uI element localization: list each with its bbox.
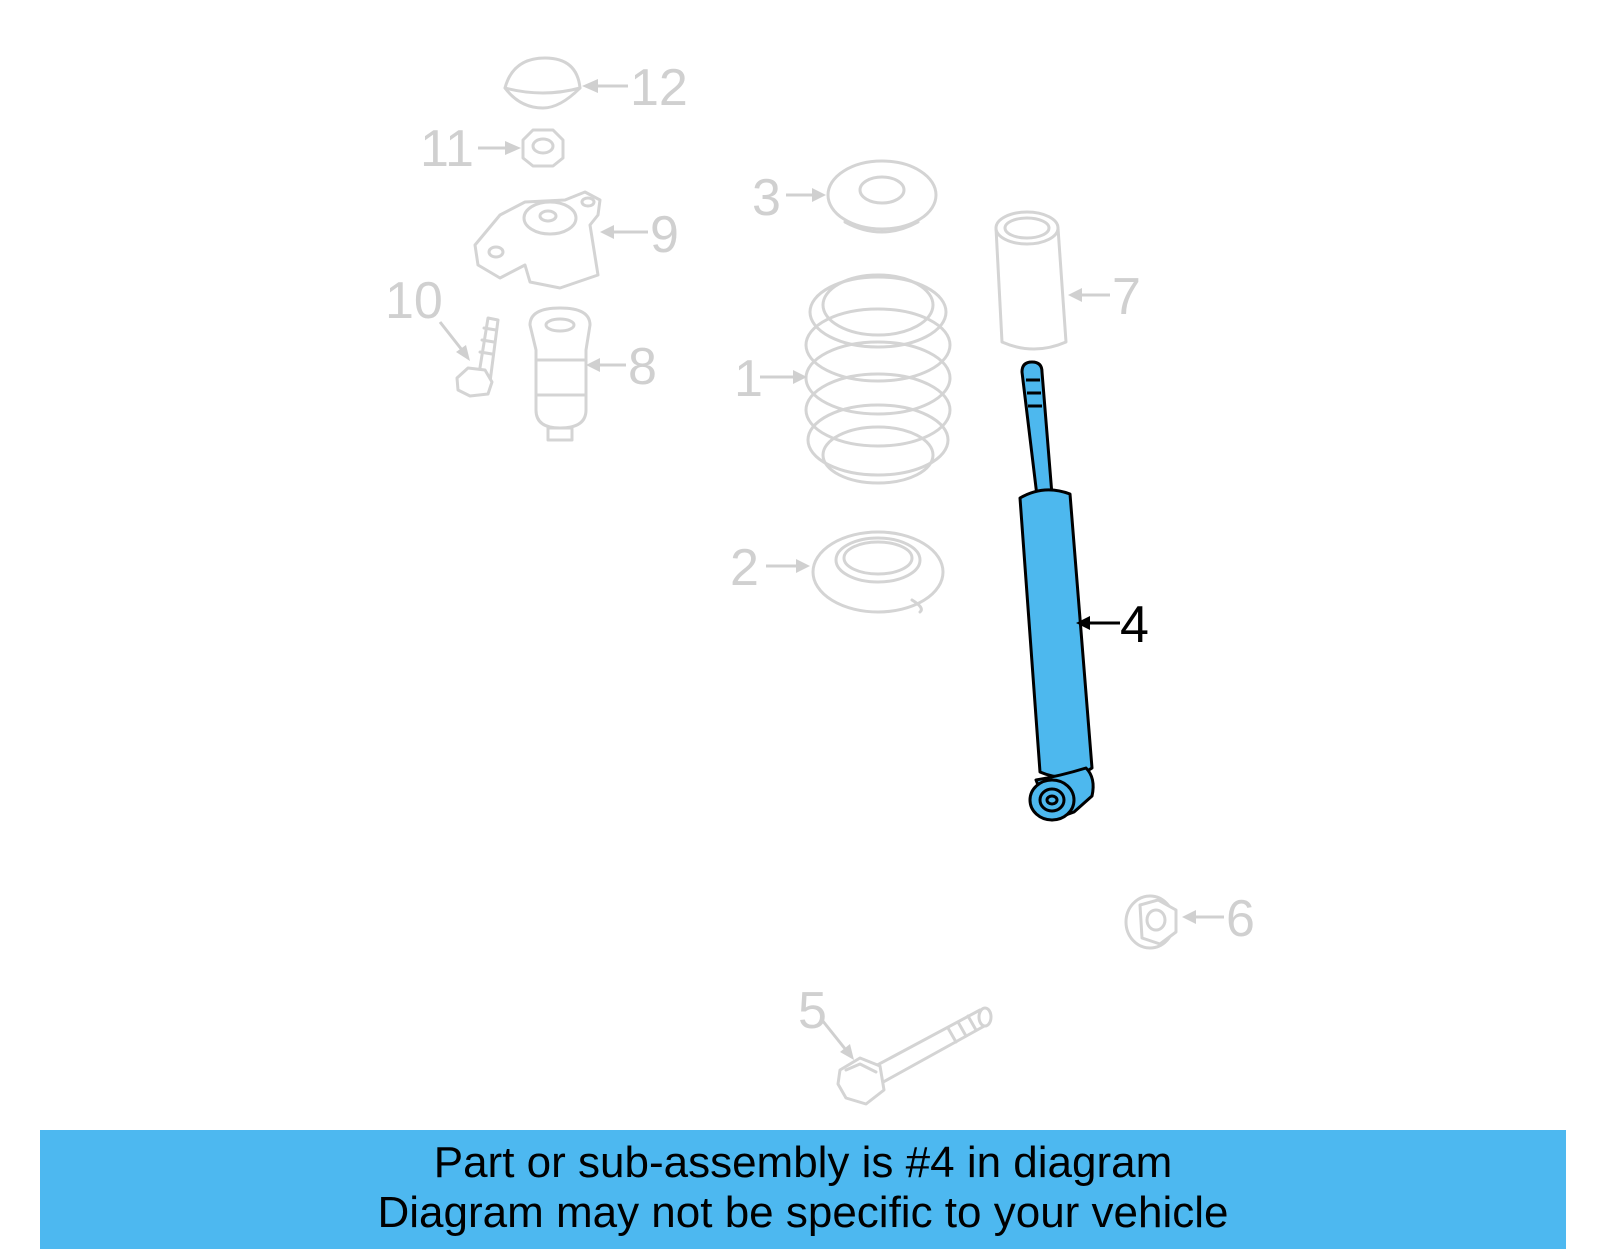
banner-line-part-number: Part or sub-assembly is #4 in diagram xyxy=(433,1138,1173,1187)
callout-3-arrow xyxy=(786,188,826,202)
callout-9: 9 xyxy=(650,206,679,264)
part-11-nut xyxy=(521,128,565,168)
callout-1-arrow xyxy=(760,370,807,384)
callout-12-arrow xyxy=(582,79,628,93)
callout-9-arrow xyxy=(600,225,648,239)
callout-4: 4 xyxy=(1120,596,1149,654)
part-4-shock-absorber xyxy=(1018,360,1095,822)
callout-4-arrow xyxy=(1076,616,1120,630)
callout-12: 12 xyxy=(630,59,688,117)
callout-10-arrow xyxy=(438,321,470,361)
part-1-coil-spring xyxy=(804,273,952,485)
callout-6-arrow xyxy=(1182,910,1224,924)
part-7-dust-boot xyxy=(994,210,1068,351)
callout-11: 11 xyxy=(420,120,474,178)
info-banner: Part or sub-assembly is #4 in diagram Di… xyxy=(40,1130,1566,1249)
callout-6: 6 xyxy=(1226,890,1255,948)
banner-line-disclaimer: Diagram may not be specific to your vehi… xyxy=(377,1188,1229,1237)
callout-7: 7 xyxy=(1112,268,1141,326)
callout-10: 10 xyxy=(385,272,443,330)
callout-5: 5 xyxy=(798,982,827,1040)
part-8-bumpstop xyxy=(528,306,592,442)
callout-7-arrow xyxy=(1068,288,1110,302)
part-6-flange-nut xyxy=(1124,894,1178,950)
part-10-bolt xyxy=(455,316,500,398)
callout-2: 2 xyxy=(730,539,759,597)
callout-2-arrow xyxy=(766,559,810,573)
callout-5-arrow xyxy=(820,1019,854,1060)
part-3-upper-seat xyxy=(826,159,938,234)
callout-3: 3 xyxy=(752,169,781,227)
callout-1: 1 xyxy=(734,350,763,408)
callout-8: 8 xyxy=(628,338,657,396)
part-12-cap xyxy=(503,56,582,110)
part-9-mount xyxy=(473,190,602,290)
callout-8-arrow xyxy=(586,358,626,372)
part-5-bolt xyxy=(836,1006,993,1106)
part-2-lower-seat xyxy=(811,530,945,614)
callout-11-arrow xyxy=(478,141,521,155)
